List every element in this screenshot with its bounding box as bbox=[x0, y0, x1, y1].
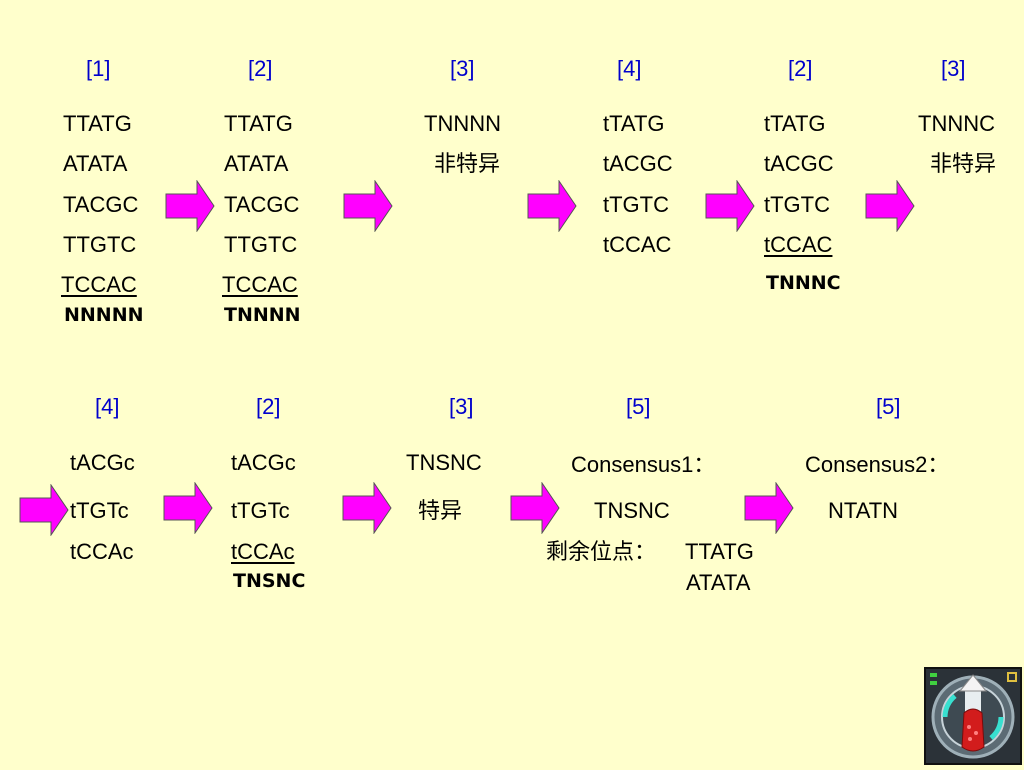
step-label: [3] bbox=[941, 56, 966, 81]
right-arrow-icon bbox=[705, 180, 755, 232]
sequence: TNSNC bbox=[406, 450, 482, 475]
sequence: TTGTC bbox=[224, 232, 298, 257]
right-arrow-icon bbox=[342, 482, 392, 534]
specificity-label: 非特异 bbox=[930, 151, 997, 176]
sequence: tCCAC bbox=[764, 232, 833, 257]
right-arrow-icon bbox=[343, 180, 393, 232]
consensus-value: TNSNC bbox=[594, 498, 670, 523]
sequence: ATATA bbox=[224, 151, 289, 176]
sequence: tACGc bbox=[70, 450, 135, 475]
step-label: [2] bbox=[248, 56, 273, 81]
sequence: tACGC bbox=[764, 151, 834, 176]
sequence: TTATG bbox=[63, 111, 132, 136]
sequence: tACGc bbox=[231, 450, 296, 475]
sequence: TACGC bbox=[63, 192, 139, 217]
navigation-dial-icon[interactable] bbox=[924, 667, 1022, 765]
sequence: TACGC bbox=[224, 192, 300, 217]
sequence: tTGTc bbox=[231, 498, 290, 523]
sequence: tCCAc bbox=[231, 539, 295, 564]
right-arrow-icon bbox=[165, 180, 215, 232]
step-label: [4] bbox=[617, 56, 642, 81]
sequence: tTGTc bbox=[70, 498, 129, 523]
sequence: tTATG bbox=[603, 111, 665, 136]
sequence: TTGTC bbox=[63, 232, 137, 257]
step-label: [5] bbox=[876, 394, 901, 419]
right-arrow-icon bbox=[510, 482, 560, 534]
sequence: TNNNC bbox=[918, 111, 995, 136]
sequence: TCCAC bbox=[222, 272, 298, 297]
sequence: tCCAc bbox=[70, 539, 134, 564]
sequence: TTATG bbox=[685, 539, 754, 564]
right-arrow-icon bbox=[527, 180, 577, 232]
step-label: [3] bbox=[450, 56, 475, 81]
sequence: ATATA bbox=[686, 570, 751, 595]
step-label: [4] bbox=[95, 394, 120, 419]
sequence: tTATG bbox=[764, 111, 826, 136]
step-label: [5] bbox=[626, 394, 651, 419]
consensus-value: NTATN bbox=[828, 498, 899, 523]
sequence: tACGC bbox=[603, 151, 673, 176]
step-label: [3] bbox=[449, 394, 474, 419]
sequence: TCCAC bbox=[61, 272, 137, 297]
specificity-label: 非特异 bbox=[434, 151, 501, 176]
specificity-label: 特异 bbox=[418, 498, 463, 523]
sequence: tCCAC bbox=[603, 232, 672, 257]
sequence: tTGTC bbox=[764, 192, 830, 217]
remaining-sites-label: 剩余位点： bbox=[546, 539, 657, 564]
right-arrow-icon bbox=[744, 482, 794, 534]
sequence: TTATG bbox=[224, 111, 293, 136]
sequence: ATATA bbox=[63, 151, 128, 176]
consensus-result: TNNNC bbox=[766, 272, 841, 294]
right-arrow-icon bbox=[163, 482, 213, 534]
sequence: TNNNN bbox=[424, 111, 501, 136]
sequence: tTGTC bbox=[603, 192, 669, 217]
consensus-title: Consensus2： bbox=[805, 452, 950, 477]
consensus-title: Consensus1： bbox=[571, 452, 716, 477]
step-label: [2] bbox=[788, 56, 813, 81]
right-arrow-icon bbox=[865, 180, 915, 232]
consensus-result: TNSNC bbox=[233, 570, 306, 592]
step-label: [2] bbox=[256, 394, 281, 419]
right-arrow-icon bbox=[19, 484, 69, 536]
consensus-result: NNNNN bbox=[64, 304, 144, 326]
step-label: [1] bbox=[86, 56, 111, 81]
consensus-result: TNNNN bbox=[224, 304, 301, 326]
